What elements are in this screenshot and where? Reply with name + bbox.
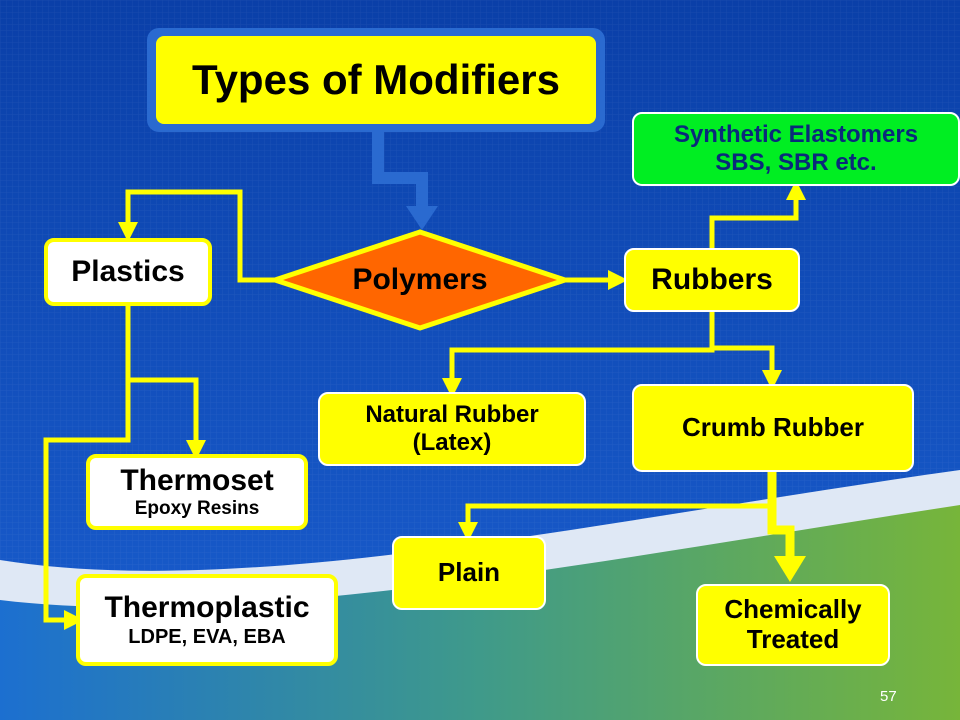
plain-node: Plain [392, 536, 546, 610]
thermoplastic-node: Thermoplastic LDPE, EVA, EBA [76, 574, 338, 666]
chemically-treated-node: Chemically Treated [696, 584, 890, 666]
natural-rubber-node: Natural Rubber (Latex) [318, 392, 586, 466]
natural-line1: Natural Rubber [365, 401, 539, 429]
polymers-label: Polymers [352, 263, 488, 296]
thermoset-line2: Epoxy Resins [134, 498, 260, 520]
connector-plastics-thermoplastic [43, 380, 131, 630]
page-title: Types of Modifiers [156, 36, 596, 124]
chemically-line1: Chemically [724, 594, 862, 625]
synthetic-elastomers-node: Synthetic Elastomers SBS, SBR etc. [632, 112, 960, 186]
page-number: 57 [880, 688, 897, 705]
crumb-label: Crumb Rubber [682, 412, 864, 443]
thermoset-node: Thermoset Epoxy Resins [86, 454, 308, 530]
connector-rubbers-crumb [712, 345, 782, 390]
plastics-node: Plastics [44, 238, 212, 306]
chemically-line2: Treated [746, 624, 840, 654]
plastics-label: Plastics [71, 254, 185, 288]
synthetic-line2: SBS, SBR etc. [715, 149, 877, 176]
thermoset-line1: Thermoset [120, 463, 274, 497]
connector-rubbers-natural [442, 312, 715, 398]
connectors [43, 180, 806, 630]
thermoplastic-line2: LDPE, EVA, EBA [128, 625, 286, 648]
connector-plastics-thermoset [125, 306, 206, 460]
natural-line2: (Latex) [412, 429, 492, 456]
title-to-polymers-arrow [372, 130, 428, 210]
polymers-diamond [267, 229, 573, 331]
background-swoosh-gradient [0, 505, 960, 720]
plain-label: Plain [437, 557, 501, 588]
connector-crumb-chemically-arrowhead [774, 556, 806, 582]
synthetic-line1: Synthetic Elastomers [673, 121, 919, 149]
crumb-rubber-node: Crumb Rubber [632, 384, 914, 472]
connector-rubbers-synthetic [709, 180, 806, 248]
connector-crumb-chemically [767, 472, 795, 560]
connector-polymers-plastics [118, 189, 290, 283]
thermoplastic-line1: Thermoplastic [104, 591, 310, 625]
rubbers-label: Rubbers [651, 262, 773, 296]
rubbers-node: Rubbers [624, 248, 800, 312]
title-to-polymers-arrowhead [406, 206, 438, 230]
